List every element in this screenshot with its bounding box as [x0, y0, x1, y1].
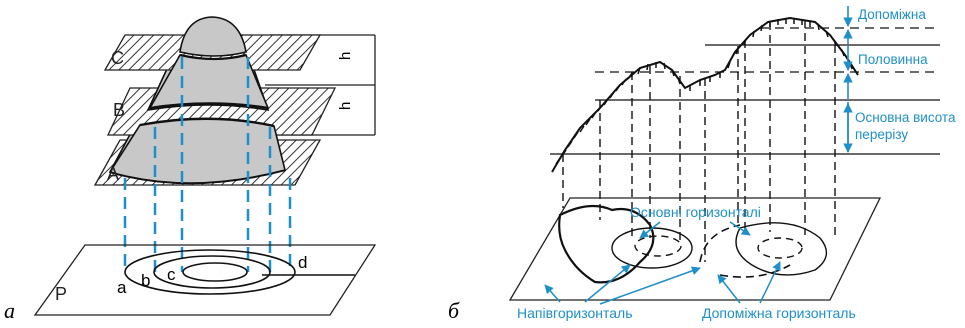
projection-lines-a: [123, 57, 292, 272]
callout-aux-contour: Допоміжна горизонталь: [702, 305, 856, 321]
main-contour-left-inner: [634, 235, 682, 257]
callout-aux-arrows: [717, 261, 781, 304]
callout-main-arrows: [639, 221, 751, 239]
cone-top-section: [179, 16, 247, 57]
main-contour-right-outer: [735, 222, 828, 276]
base-plane-b: [508, 197, 882, 301]
level-label-main-1: Основна висота: [855, 110, 956, 125]
callout-half-contour: Напівгоризонталь: [517, 305, 633, 321]
contour-letter-d: d: [298, 253, 307, 272]
terrain-profile: [551, 16, 859, 173]
cone-edge-c: [149, 102, 269, 110]
base-plane-p: [33, 244, 377, 316]
projection-lines-b: [562, 20, 836, 262]
interval-label-lower: h: [337, 102, 354, 110]
level-label-auxiliary: Допоміжна: [858, 7, 926, 22]
plane-label-b: B: [113, 100, 125, 120]
level-label-half: Половинна: [858, 52, 928, 67]
contour-letter-c: c: [167, 265, 176, 284]
cone-edge-top: [179, 53, 247, 61]
contour-ellipses: [124, 249, 355, 295]
level-label-main-2: перерізу: [855, 127, 908, 142]
contour-letter-a: a: [117, 278, 127, 297]
plane-label-c: C: [111, 48, 124, 68]
panel-label-a: а: [4, 298, 15, 323]
interval-label-upper: h: [337, 52, 354, 60]
aux-contour-middle: [699, 224, 791, 278]
contour-letter-b: b: [141, 271, 150, 290]
plane-label-a: A: [107, 164, 119, 184]
base-label-p: P: [55, 284, 67, 304]
panel-label-b: б: [448, 298, 460, 323]
dashed-level-lines: [595, 27, 940, 73]
half-contour: [558, 204, 655, 284]
terrain-hachures: [555, 18, 853, 165]
aux-contour-right-inner: [757, 237, 803, 259]
panel-b: Допоміжна Половинна Основна висота перер…: [448, 6, 956, 323]
callout-half-arrows: [544, 264, 701, 305]
panel-a: h h C B A: [4, 16, 377, 323]
cone-edge-b: [139, 117, 275, 128]
callout-main-contours: Основні горизонталі: [630, 204, 761, 220]
